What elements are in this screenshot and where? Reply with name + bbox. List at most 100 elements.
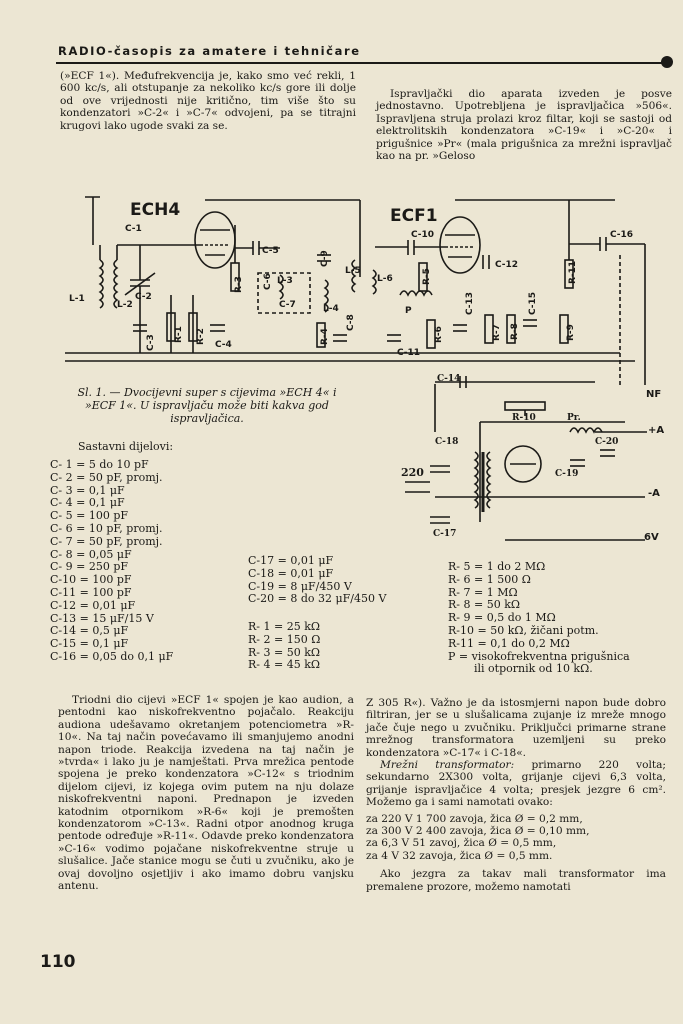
svg-text:L-3: L-3 (277, 276, 293, 286)
top-left-paragraph: (»ECF 1«). Međufrekvencija je, kako smo … (60, 70, 356, 132)
svg-text:C-12: C-12 (495, 260, 518, 270)
svg-text:C-18: C-18 (435, 437, 458, 447)
windings-list: za 220 V 1 700 zavoja, žica Ø = 0,2 mm, … (366, 813, 666, 863)
tube-label-ecf1: ECF1 (390, 206, 438, 226)
top-right-paragraph: Ispravljački dio aparata izveden je posv… (376, 88, 672, 163)
part-entry: P = visokofrekventna prigušnica (448, 649, 630, 663)
svg-text:C-9: C-9 (320, 250, 330, 267)
last-paragraph: Ako jezgra za takav mali transformator i… (366, 868, 666, 893)
part-entry: R- 2 = 150 Ω (248, 632, 321, 646)
svg-text:220: 220 (401, 466, 424, 479)
svg-text:R-2: R-2 (196, 328, 206, 345)
svg-text:C-19: C-19 (555, 469, 578, 479)
svg-text:C-5: C-5 (262, 246, 279, 256)
svg-text:P: P (405, 306, 412, 316)
svg-text:Pr.: Pr. (567, 413, 581, 423)
svg-text:R-5: R-5 (422, 268, 432, 285)
svg-text:L-6: L-6 (377, 274, 393, 284)
parts-list-column-2b: R- 1 = 25 kΩ R- 2 = 150 Ω R- 3 = 50 kΩ R… (248, 620, 321, 672)
winding-entry: za 300 V 2 400 zavoja, žica Ø = 0,10 mm, (366, 825, 590, 838)
bottom-right-column: Z 305 R«). Važno je da istosmjerni napon… (366, 697, 666, 893)
winding-entry: za 220 V 1 700 zavoja, žica Ø = 0,2 mm, (366, 812, 583, 825)
terminal-6v: 6V (644, 532, 659, 543)
svg-text:R-6: R-6 (434, 326, 444, 343)
tube-label-ech4: ECH4 (130, 200, 180, 220)
svg-text:R-4: R-4 (320, 328, 330, 345)
winding-entry: za 4 V 32 zavoja, žica Ø = 0,5 mm. (366, 849, 553, 862)
svg-text:C-16: C-16 (610, 230, 633, 240)
figure-caption: Sl. 1. — Dvocijevni super s cijevima »EC… (77, 386, 337, 425)
part-entry: C-18 = 0,01 μF (248, 566, 334, 580)
part-entry: R- 5 = 1 do 2 MΩ (448, 560, 546, 573)
svg-text:C-2: C-2 (135, 292, 152, 302)
svg-text:R-9: R-9 (566, 324, 576, 341)
header-rule (56, 62, 670, 64)
part-entry: C- 2 = 50 pF, promj. (50, 470, 163, 484)
terminal-nf: NF (646, 389, 662, 400)
svg-text:C-17: C-17 (433, 529, 456, 539)
svg-text:C-10: C-10 (411, 230, 434, 240)
transformer-paragraph: Mrežni transformator: primarno 220 volta… (366, 759, 666, 809)
svg-text:C-1: C-1 (125, 224, 142, 234)
svg-text:C-8: C-8 (346, 314, 356, 331)
part-entry: C-13 = 15 μF/15 V (50, 611, 154, 625)
part-entry: C-17 = 0,01 μF (248, 554, 334, 567)
svg-text:L-1: L-1 (69, 294, 85, 304)
part-entry: C-20 = 8 do 32 μF/450 V (248, 592, 387, 606)
part-entry: C-15 = 0,1 μF (50, 637, 129, 651)
svg-text:C-15: C-15 (528, 292, 538, 315)
svg-text:C-14: C-14 (437, 374, 460, 384)
part-entry: C- 1 = 5 do 10 pF (50, 458, 149, 471)
part-entry: C- 7 = 50 pF, promj. (50, 534, 163, 548)
part-entry: R- 8 = 50 kΩ (448, 598, 520, 612)
svg-text:C-20: C-20 (595, 437, 618, 447)
part-entry: C- 6 = 10 pF, promj. (50, 521, 163, 535)
header-bullet (661, 56, 673, 68)
part-entry: R- 4 = 45 kΩ (248, 658, 320, 672)
bottom-right-paragraph: Z 305 R«). Važno je da istosmjerni napon… (366, 697, 666, 759)
part-entry: C- 4 = 0,1 μF (50, 496, 125, 510)
part-entry: R- 6 = 1 500 Ω (448, 572, 531, 586)
svg-text:R-3: R-3 (234, 276, 244, 293)
svg-text:R-1: R-1 (174, 326, 184, 343)
terminal-minus-a: -A (648, 488, 660, 499)
part-entry: C-11 = 100 pF (50, 585, 132, 599)
svg-text:L-4: L-4 (323, 304, 339, 314)
svg-text:R-7: R-7 (492, 324, 502, 341)
svg-text:L-2: L-2 (117, 300, 133, 310)
svg-text:R-8: R-8 (510, 323, 520, 340)
svg-text:R-10: R-10 (512, 413, 536, 423)
svg-text:C-6: C-6 (263, 273, 273, 290)
svg-text:C-4: C-4 (215, 340, 232, 350)
part-entry: C-19 = 8 μF/450 V (248, 579, 352, 593)
svg-text:R-11: R-11 (568, 261, 578, 284)
svg-text:C-7: C-7 (279, 300, 296, 310)
part-entry: R-11 = 0,1 do 0,2 MΩ (448, 636, 570, 650)
part-entry: C- 3 = 0,1 μF (50, 483, 125, 497)
part-entry: C- 8 = 0,05 μF (50, 547, 132, 561)
part-entry: C-10 = 100 pF (50, 573, 132, 587)
part-entry: R- 7 = 1 MΩ (448, 585, 518, 599)
rectifier-schematic: C-14 R-10 Pr. C-18 C-19 C-20 C-17 220 (401, 374, 647, 541)
part-entry: C-12 = 0,01 μF (50, 598, 136, 612)
bottom-left-paragraph: Triodni dio cijevi »ECF 1« spojen je kao… (58, 694, 354, 893)
terminal-plus-a: +A (648, 425, 665, 436)
parts-list-title: Sastavni dijelovi: (78, 440, 174, 453)
parts-list-column-2a: C-17 = 0,01 μF C-18 = 0,01 μF C-19 = 8 μ… (248, 554, 387, 606)
part-entry: R- 1 = 25 kΩ (248, 620, 320, 633)
part-entry: C- 9 = 250 pF (50, 560, 129, 574)
svg-text:C-3: C-3 (146, 334, 156, 351)
svg-text:C-13: C-13 (465, 292, 475, 315)
parts-list-column-1: C- 1 = 5 do 10 pF C- 2 = 50 pF, promj. C… (50, 458, 174, 664)
svg-text:C-11: C-11 (397, 348, 420, 358)
part-entry: ili otpornik od 10 kΩ. (474, 662, 593, 676)
part-entry: C- 5 = 100 pF (50, 509, 129, 523)
winding-entry: za 6,3 V 51 zavoj, žica Ø = 0,5 mm, (366, 837, 557, 850)
running-header: RADIO-časopis za amatere i tehničare (58, 44, 361, 58)
parts-list-column-3: R- 5 = 1 do 2 MΩ R- 6 = 1 500 Ω R- 7 = 1… (448, 560, 630, 676)
circuit-schematic: ECH4 ECF1 C-1 C-2 C-3 L-1 L-2 R-1 R-2 C-… (65, 196, 646, 385)
part-entry: R-10 = 50 kΩ, žičani potm. (448, 623, 599, 637)
part-entry: C-16 = 0,05 do 0,1 μF (50, 649, 174, 663)
page-number: 110 (40, 952, 76, 972)
